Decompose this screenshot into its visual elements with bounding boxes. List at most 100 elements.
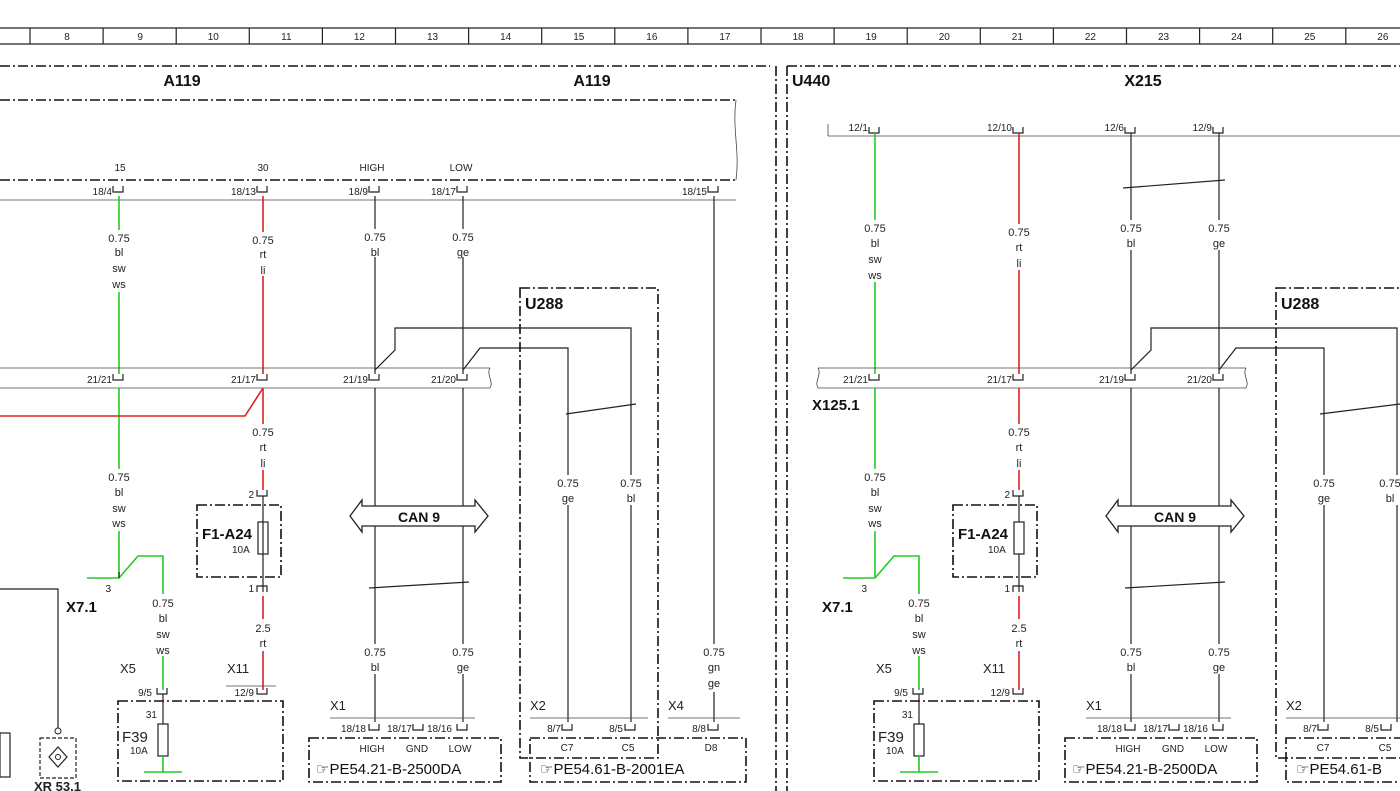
- svg-text:ws: ws: [911, 645, 926, 657]
- svg-text:li: li: [1017, 458, 1022, 470]
- fuse-f1-a24-box: [196, 504, 282, 578]
- r-fuse-f39-label: F39: [878, 729, 904, 746]
- svg-text:0.75: 0.75: [252, 427, 273, 439]
- svg-text:li: li: [261, 458, 266, 470]
- svg-text:C7: C7: [561, 743, 574, 754]
- x2-label: X2: [530, 698, 546, 713]
- ruler-label: 15: [573, 32, 585, 43]
- svg-text:0.75: 0.75: [364, 232, 385, 244]
- r-wire-label-13: 0.75 ge: [1200, 644, 1238, 674]
- svg-text:ws: ws: [111, 279, 126, 291]
- left-title-b: A119: [573, 73, 610, 90]
- wire-label-7: 0.75 ge: [549, 475, 587, 505]
- r-wire-label-2: 0.75 rt li: [1000, 224, 1038, 270]
- pin-12-9: 12/9: [1193, 123, 1213, 134]
- svg-text:LOW: LOW: [1205, 744, 1228, 755]
- svg-text:0.75: 0.75: [108, 233, 129, 245]
- r-fuse-f1-a24-box: [952, 504, 1038, 578]
- fuse-f39-icon: [157, 723, 169, 757]
- svg-text:rt: rt: [260, 249, 267, 261]
- svg-text:rt: rt: [260, 442, 267, 454]
- fuse-f39-label: F39: [122, 729, 148, 746]
- right-title-x215: X215: [1124, 73, 1161, 90]
- svg-text:C7: C7: [1317, 743, 1330, 754]
- fuse-f39-box: [117, 700, 284, 782]
- svg-text:bl: bl: [115, 247, 124, 259]
- svg-text:1: 1: [1004, 584, 1010, 595]
- svg-text:9/5: 9/5: [894, 688, 908, 699]
- r-wire-label-9: 2.5 rt: [1002, 619, 1038, 651]
- r-x2-label: X2: [1286, 698, 1302, 713]
- pin-12-1: 12/1: [849, 123, 869, 134]
- pin-18-9: 18/9: [349, 187, 369, 198]
- svg-text:8/5: 8/5: [609, 724, 623, 735]
- wire-label-5: 0.75 rt li: [244, 424, 282, 470]
- r-fuse-f39-icon: [913, 723, 925, 757]
- pin-21-20: 21/20: [431, 375, 456, 386]
- x1-connector-box: [308, 737, 502, 783]
- svg-text:18/16: 18/16: [1183, 724, 1208, 735]
- wire-label-4: 0.75 ge: [444, 229, 482, 259]
- svg-text:bl: bl: [871, 238, 880, 250]
- svg-text:0.75: 0.75: [1208, 647, 1229, 659]
- ruler-label: 25: [1304, 32, 1316, 43]
- r-fuse-f39-box: [873, 700, 1040, 782]
- svg-text:li: li: [1017, 258, 1022, 270]
- left-title-a: A119: [163, 73, 200, 90]
- r-pin-21-20: 21/20: [1187, 375, 1212, 386]
- svg-text:3: 3: [861, 584, 867, 595]
- can-bus-arrow: CAN 9: [349, 498, 489, 534]
- r-can-bus-label: CAN 9: [1154, 509, 1196, 525]
- svg-text:rt: rt: [1016, 638, 1023, 650]
- svg-text:12/9: 12/9: [991, 688, 1011, 699]
- r-wire-label-6: 0.75 bl sw ws: [856, 469, 894, 531]
- x4-label: X4: [668, 698, 684, 713]
- svg-text:0.75: 0.75: [364, 647, 385, 659]
- sensor-module-icon: [39, 737, 77, 779]
- r-x2-connector-box: [1285, 737, 1400, 783]
- svg-text:10A: 10A: [988, 545, 1006, 556]
- svg-text:0.75: 0.75: [557, 478, 578, 490]
- svg-text:ge: ge: [562, 493, 574, 505]
- svg-text:0.75: 0.75: [864, 472, 885, 484]
- svg-text:0.75: 0.75: [1008, 427, 1029, 439]
- ruler-label: 13: [427, 32, 439, 43]
- svg-text:rt: rt: [1016, 242, 1023, 254]
- signal-high: HIGH: [360, 163, 385, 174]
- svg-text:2: 2: [248, 490, 254, 501]
- svg-text:sw: sw: [156, 629, 170, 641]
- svg-text:0.75: 0.75: [620, 478, 641, 490]
- svg-text:18/17: 18/17: [387, 724, 412, 735]
- svg-text:10A: 10A: [130, 746, 148, 757]
- ruler-label: 19: [866, 32, 878, 43]
- svg-text:sw: sw: [112, 503, 126, 515]
- svg-text:0.75: 0.75: [252, 235, 273, 247]
- r-wire-label-3: 0.75 bl: [1112, 220, 1150, 250]
- svg-text:HIGH: HIGH: [360, 744, 385, 755]
- svg-text:ge: ge: [457, 247, 469, 259]
- svg-text:C5: C5: [1379, 743, 1392, 754]
- ruler-label: 22: [1085, 32, 1097, 43]
- r-pin-21-19: 21/19: [1099, 375, 1124, 386]
- svg-text:bl: bl: [1127, 662, 1136, 674]
- svg-text:9/5: 9/5: [138, 688, 152, 699]
- pin-12-10: 12/10: [987, 123, 1012, 134]
- ref-pe54-21-left: ☞PE54.21-B-2500DA: [316, 761, 461, 778]
- x5-label: X5: [120, 661, 136, 676]
- svg-text:ws: ws: [867, 518, 882, 530]
- svg-text:3: 3: [105, 584, 111, 595]
- signal-30: 30: [257, 163, 269, 174]
- svg-text:ws: ws: [867, 270, 882, 282]
- signal-15: 15: [114, 163, 126, 174]
- pin-18-15: 18/15: [682, 187, 707, 198]
- svg-text:GND: GND: [1162, 744, 1184, 755]
- ruler-label: 18: [792, 32, 804, 43]
- left-section: A119 A119 15 30 HIGH LOW 18/4 18/13 18/9…: [0, 65, 770, 791]
- svg-text:18/18: 18/18: [1097, 724, 1122, 735]
- svg-text:0.75: 0.75: [152, 598, 173, 610]
- pin-21-19: 21/19: [343, 375, 368, 386]
- svg-text:ge: ge: [457, 662, 469, 674]
- svg-text:8/7: 8/7: [547, 724, 561, 735]
